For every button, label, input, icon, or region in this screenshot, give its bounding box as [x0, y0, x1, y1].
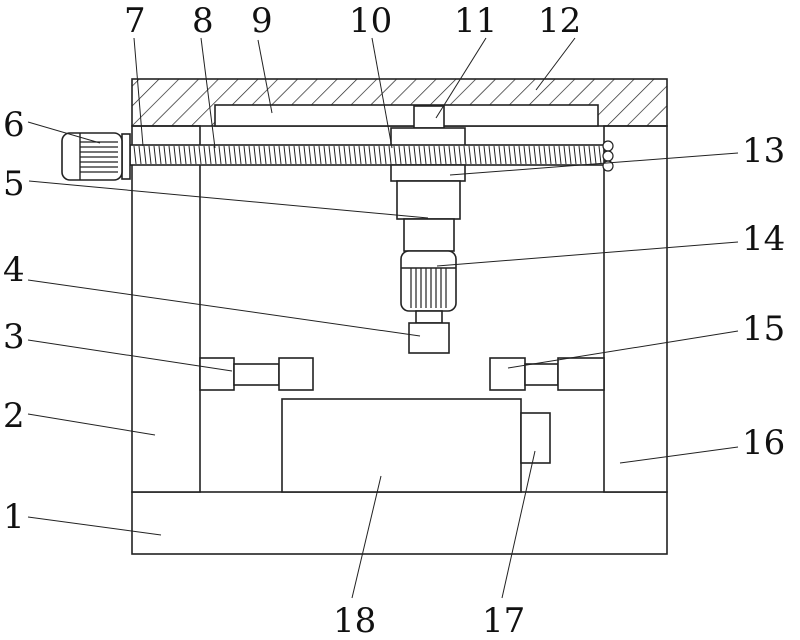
- guide-rail: [214, 104, 599, 127]
- cylinder-rod: [403, 218, 455, 252]
- motor-fins: [79, 133, 118, 180]
- label-14: 14: [742, 219, 785, 259]
- base-plate: [131, 491, 668, 555]
- workpiece-box: [281, 398, 522, 493]
- label-1: 1: [3, 497, 25, 537]
- label-15: 15: [742, 309, 785, 349]
- label-4: 4: [3, 250, 25, 290]
- leader-10: [371, 37, 393, 149]
- side-unit: [520, 412, 551, 464]
- label-2: 2: [3, 396, 25, 436]
- leader-11: [435, 37, 487, 119]
- label-16: 16: [742, 423, 785, 463]
- cutter-head: [408, 322, 450, 354]
- spindle-fins: [401, 267, 456, 308]
- slider-block: [413, 105, 445, 129]
- label-17: 17: [482, 601, 525, 640]
- label-5: 5: [3, 164, 25, 204]
- leader-13: [449, 152, 739, 176]
- motor-flange: [121, 133, 131, 180]
- bearing-middle: [602, 150, 614, 162]
- leader-2: [27, 413, 156, 436]
- label-9: 9: [251, 1, 273, 41]
- right-clamp-rod: [524, 363, 559, 386]
- left-clamp-rod: [233, 363, 280, 386]
- leader-15: [507, 330, 739, 369]
- leader-8: [200, 37, 216, 149]
- spindle-motor: [400, 250, 457, 312]
- label-18: 18: [333, 601, 376, 640]
- nut-housing: [390, 127, 466, 147]
- spindle-shaft: [415, 310, 443, 324]
- leader-18: [351, 475, 382, 599]
- leader-5: [28, 180, 429, 219]
- label-13: 13: [742, 131, 785, 171]
- left-clamp-cylinder: [199, 357, 235, 391]
- leader-16: [619, 446, 739, 464]
- left-post: [131, 125, 201, 493]
- leader-6: [27, 121, 101, 144]
- leader-7: [133, 37, 144, 147]
- slider-lower: [390, 164, 466, 182]
- label-12: 12: [538, 1, 581, 41]
- right-post: [603, 125, 668, 493]
- label-11: 11: [454, 1, 497, 41]
- label-8: 8: [192, 1, 214, 41]
- leader-14: [436, 241, 739, 267]
- cylinder-body: [396, 180, 461, 220]
- label-6: 6: [3, 105, 25, 145]
- label-3: 3: [3, 317, 25, 357]
- label-7: 7: [124, 1, 146, 41]
- leader-3: [27, 339, 233, 372]
- right-clamp-cylinder: [557, 357, 605, 391]
- leader-12: [535, 37, 576, 91]
- label-10: 10: [349, 1, 392, 41]
- leader-9: [257, 39, 273, 114]
- leader-17: [501, 450, 536, 599]
- right-clamp-pad: [489, 357, 526, 391]
- leader-4: [27, 279, 421, 337]
- bearing-top: [602, 140, 614, 152]
- leader-1: [27, 516, 162, 536]
- left-clamp-pad: [278, 357, 314, 391]
- screw-threads: [133, 145, 602, 165]
